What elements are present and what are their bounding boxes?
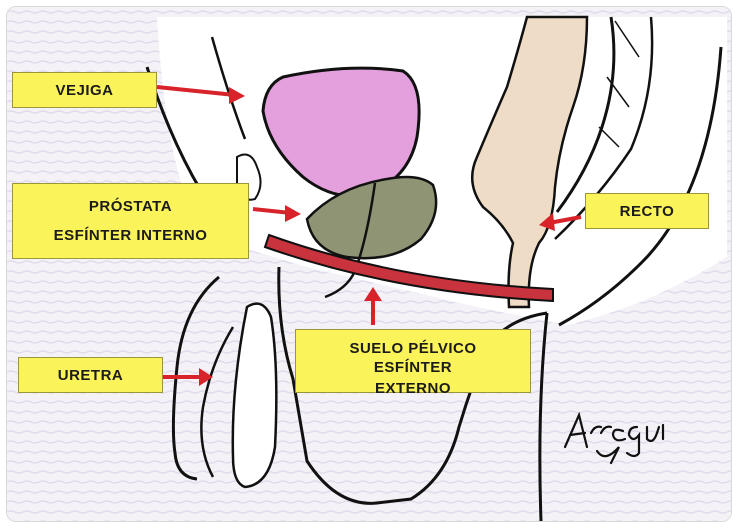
label-suelo-pelvico-line2: ESFÍNTER [374, 358, 452, 377]
label-uretra-text: URETRA [58, 366, 124, 385]
label-prostata-text: PRÓSTATA [89, 197, 172, 216]
label-recto: RECTO [585, 193, 709, 229]
label-recto-text: RECTO [620, 202, 675, 221]
label-suelo-pelvico-line3: EXTERNO [375, 379, 451, 398]
label-vejiga-text: VEJIGA [55, 81, 113, 100]
label-uretra: URETRA [18, 357, 163, 393]
label-suelo-pelvico: SUELO PÉLVICO ESFÍNTER EXTERNO [295, 329, 531, 393]
illustration-frame: VEJIGA PRÓSTATA ESFÍNTER INTERNO RECTO U… [6, 6, 732, 522]
label-prostata-esfinter: PRÓSTATA ESFÍNTER INTERNO [12, 183, 249, 259]
label-esfinter-interno-text: ESFÍNTER INTERNO [54, 226, 208, 245]
label-vejiga: VEJIGA [12, 72, 157, 108]
label-suelo-pelvico-line1: SUELO PÉLVICO [349, 339, 476, 358]
